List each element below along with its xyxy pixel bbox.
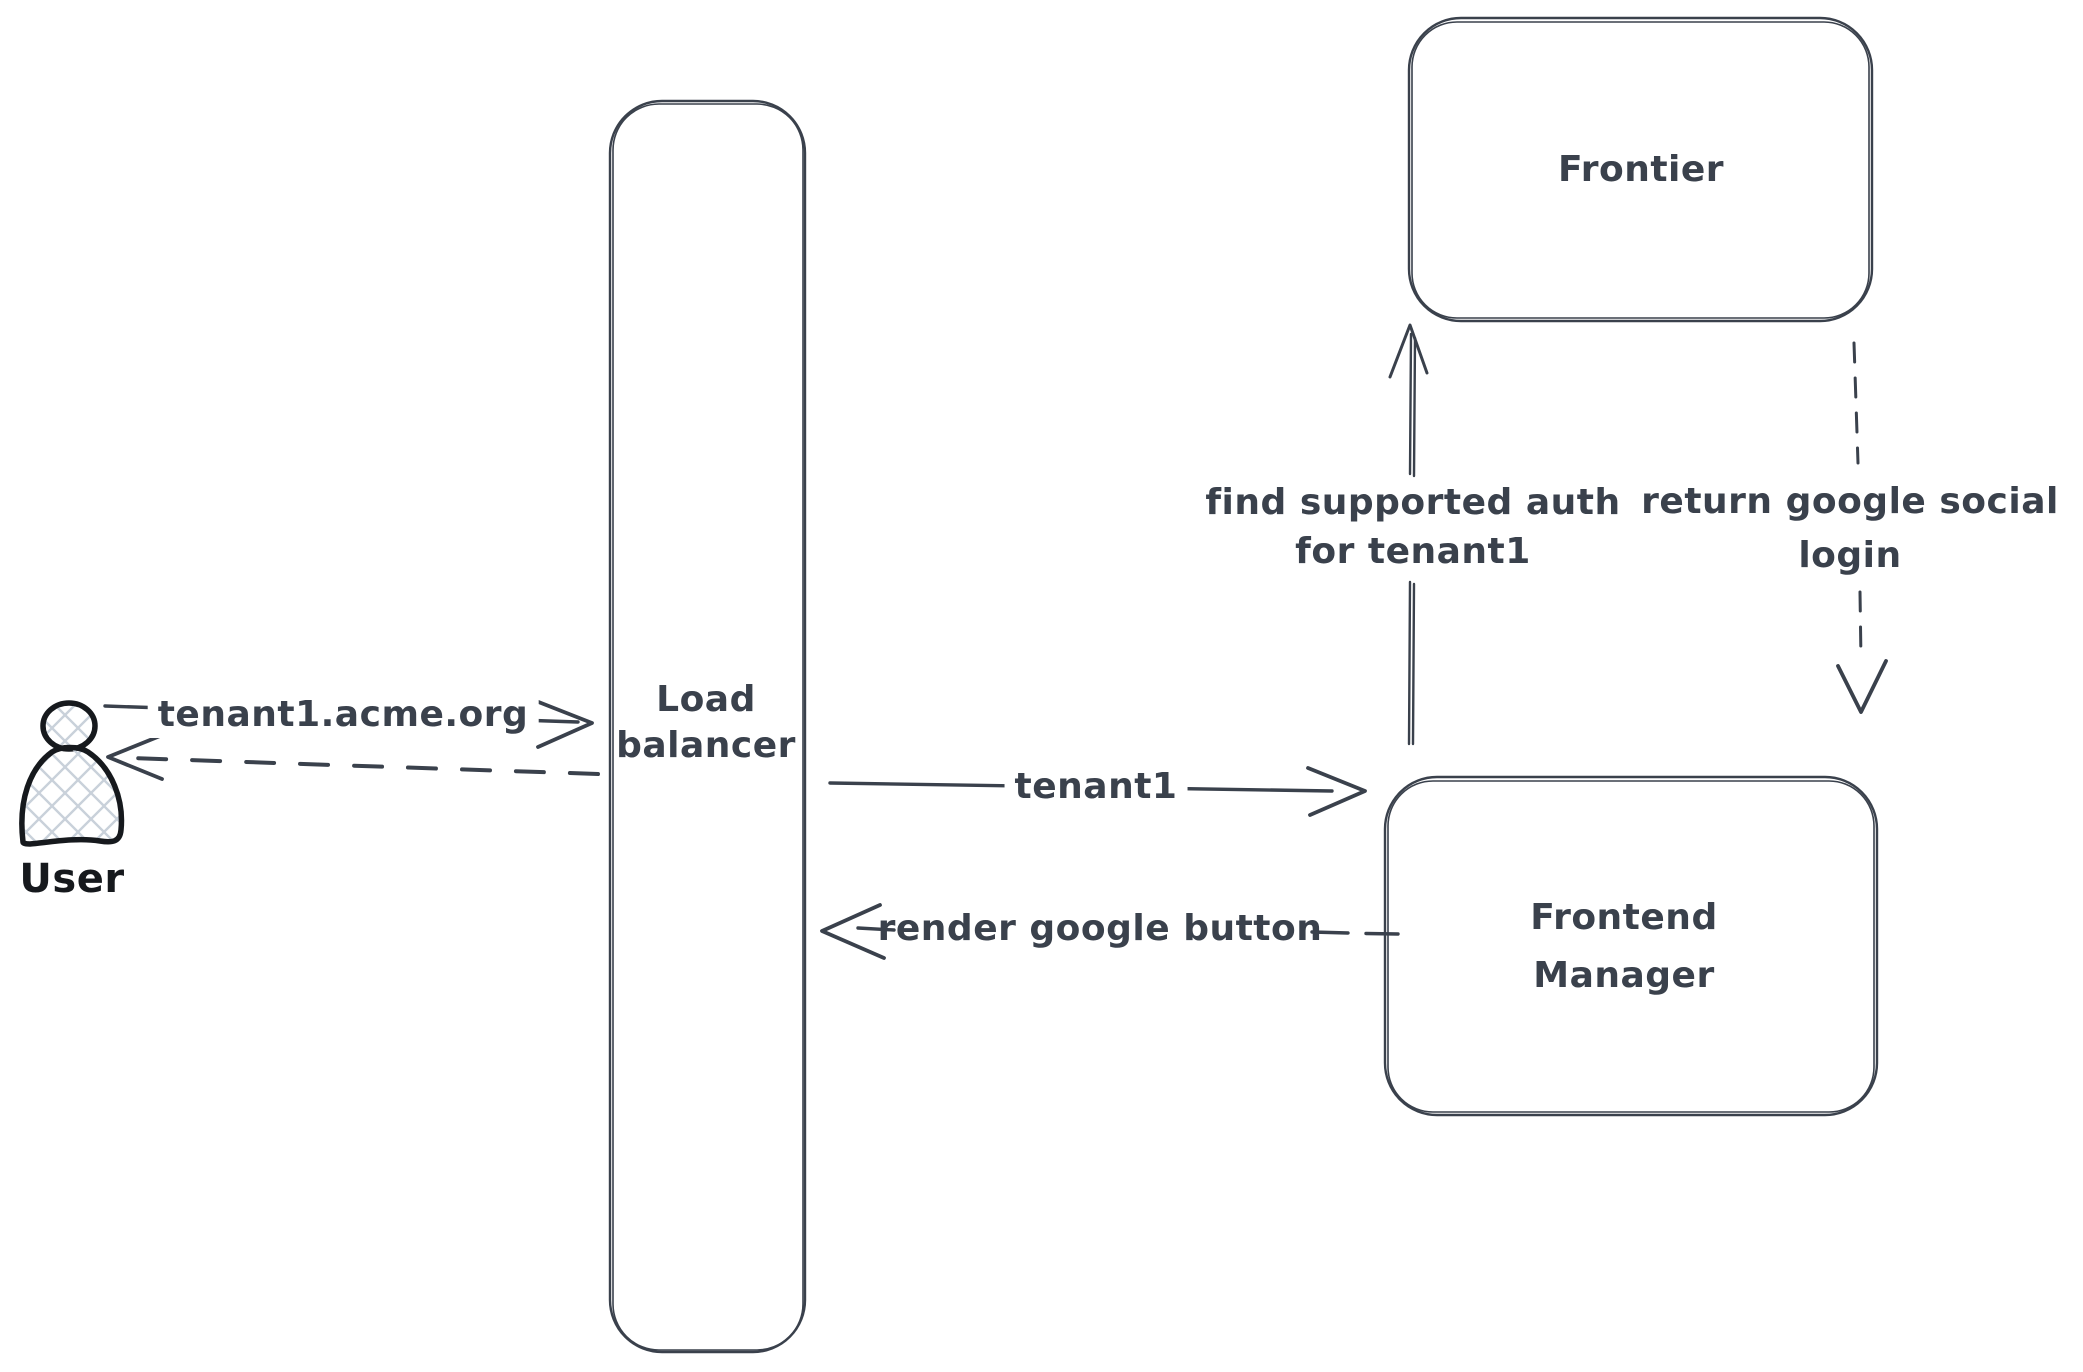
user-person-icon — [19, 700, 125, 847]
frontier-to-fm-arrow — [1836, 341, 1888, 714]
lb-to-fm-arrow-label: tenant1 — [1004, 764, 1188, 810]
frontend-manager-box — [1383, 775, 1879, 1117]
fm-to-frontier-arrow — [1388, 323, 1429, 746]
load-balancer-box — [608, 99, 807, 1354]
user-to-lb-arrow-label: tenant1.acme.org — [147, 692, 539, 738]
label-line: login — [1798, 535, 1902, 576]
frontier-to-fm-arrow-label: return google social login — [1641, 475, 2059, 583]
load-balancer-label: Load balancer — [616, 677, 796, 769]
fm-to-frontier-arrow-label: find supported auth for tenant1 — [1205, 478, 1620, 576]
frontier-label: Frontier — [1557, 149, 1725, 190]
fm-to-lb-arrow-label: render google button — [877, 908, 1323, 949]
label-line: for tenant1 — [1295, 531, 1531, 572]
lb-to-user-arrow — [106, 734, 600, 781]
label-line: Load — [656, 679, 756, 720]
label-line: balancer — [616, 725, 796, 766]
label-line: find supported auth — [1205, 482, 1621, 523]
fm-to-lb-arrow — [820, 903, 1400, 960]
label-line: Frontend — [1530, 897, 1718, 938]
label-line: return google social — [1641, 481, 2059, 522]
frontier-box — [1407, 16, 1874, 323]
frontend-manager-label: Frontend Manager — [1530, 889, 1717, 1005]
user-label: User — [19, 856, 125, 902]
label-line: Manager — [1533, 955, 1715, 996]
